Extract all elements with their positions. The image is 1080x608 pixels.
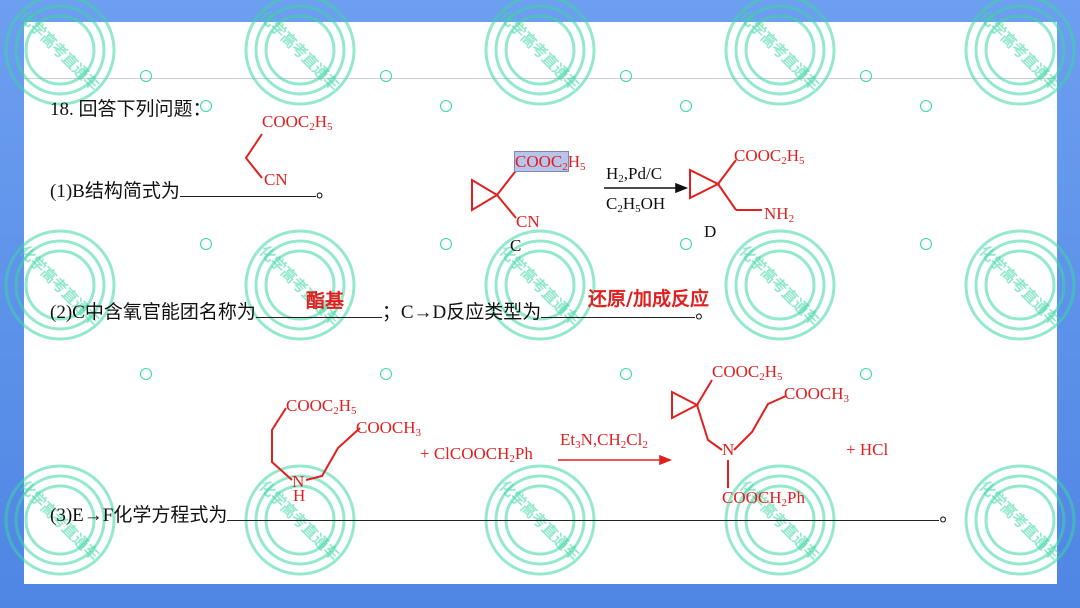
watermark-dot [200,238,212,250]
part1-line: (1)B结构简式为 。 [50,176,335,203]
watermark-dot [920,100,932,112]
f-cbz-group: COOCH2Ph [722,488,805,509]
b-ester-group: COOC2H5 [262,112,333,133]
c-ester-highlight: COOC2 [514,151,569,173]
watermark-dot [680,238,692,250]
byproduct-hcl: + HCl [846,440,889,459]
part2-prefix: (2)C中含氧官能团名称为 [50,302,256,323]
watermark-logo: 化学高考直通车 [960,225,1080,345]
c-cyclopropane-ring [471,178,499,212]
watermark-logo: 化学高考直通车 [720,225,840,345]
b-nitrile-group: CN [264,170,288,189]
watermark-logo: 化学高考直通车 [480,0,600,110]
part2-mid: ；C→D反应类型为 [381,302,542,323]
watermark-dot [620,70,632,82]
watermark-dot [680,100,692,112]
f-cyclopropane-ring [671,390,700,420]
watermark-logo: 化学高考直通车 [0,225,120,345]
watermark-logo: 化学高考直通车 [720,0,840,110]
ef-conditions: Et3N,CH2Cl2 [560,430,648,451]
watermark-dot [380,368,392,380]
e-nh-hydrogen: H [293,486,306,505]
d-amine-group: NH2 [764,204,795,225]
reagent-benzyl-chloroformate: + ClCOOCH2Ph [420,444,533,465]
watermark-logo: 化学高考直通车 [960,460,1080,580]
watermark-dot [440,100,452,112]
f-methyl-ester: COOCH3 [784,384,850,405]
part1-blank[interactable] [179,196,316,197]
e-left-chain [271,407,293,481]
watermark-dot [860,70,872,82]
header-divider [24,78,1057,79]
part2-blank1[interactable] [255,317,382,318]
d-ester-group: COOC2H5 [734,146,805,167]
part2-suffix: 。 [695,302,715,323]
cd-reagent-above: H2,Pd/C [606,164,663,185]
watermark-dot [140,70,152,82]
part1-suffix: 。 [315,181,335,202]
question-title: 18. 回答下列问题： [50,99,212,120]
c-nitrile-group: CN [516,212,540,231]
d-cyclopropane-ring [689,168,721,200]
answer-reaction-type: 还原/加成反应 [588,288,709,310]
part3-prefix: (3)E→F化学方程式为 [50,505,228,526]
watermark-logo: 化学高考直通车 [240,0,360,110]
watermark-dot [200,100,212,112]
watermark-dot [380,70,392,82]
c-ester-group: COOC2H5 [514,151,586,173]
b-chain-bond [244,133,263,179]
f-ethyl-ester: COOC2H5 [712,362,783,383]
e-nitrogen: N [292,472,305,491]
watermark-dot [860,368,872,380]
d-label: D [704,222,717,241]
c-label: C [510,236,522,255]
slide-page [24,22,1057,584]
watermark-logo: 化学高考直通车 [240,225,360,345]
e-methyl-ester: COOCH3 [356,418,422,439]
e-ethyl-ester: COOC2H5 [286,396,357,417]
part3-blank[interactable] [227,520,940,521]
f-nitrogen: N [722,440,735,459]
cd-reagent-below: C2H5OH [606,194,666,215]
watermark-logo: 化学高考直通车 [0,460,120,580]
watermark-dot [920,238,932,250]
part3-suffix: 。 [939,505,959,526]
part2-line: (2)C中含氧官能团名称为 ；C→D反应类型为 。 [50,297,714,324]
part1-prefix: (1)B结构简式为 [50,181,180,202]
watermark-logo: 化学高考直通车 [0,0,120,110]
part2-blank2[interactable] [541,317,696,318]
part3-line: (3)E→F化学方程式为 。 [50,500,958,527]
watermark-dot [140,368,152,380]
watermark-dot [440,238,452,250]
watermark-logo: 化学高考直通车 [960,0,1080,110]
answer-ester-group: 酯基 [306,290,345,312]
watermark-dot [620,368,632,380]
watermark-logo: 化学高考直通车 [480,225,600,345]
e-right-chain [305,427,361,481]
